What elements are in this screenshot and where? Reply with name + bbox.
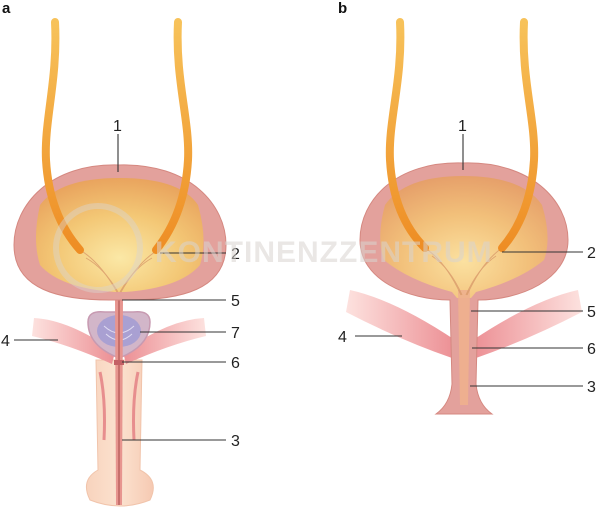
watermark: KONTINENZZENTRUM [53, 203, 493, 293]
label-6-a: 6 [231, 355, 240, 372]
urethra-a [114, 296, 124, 505]
label-1-b: 1 [458, 118, 467, 135]
pelvic-floor-muscle-a [32, 318, 206, 364]
ureters-a [41, 18, 193, 254]
leader-lines-b [355, 134, 583, 387]
label-2-a: 2 [231, 246, 240, 263]
watermark-text: KONTINENZZENTRUM [155, 236, 493, 269]
label-5-a: 5 [231, 293, 240, 310]
label-2-b: 2 [587, 245, 596, 262]
label-7-a: 7 [231, 325, 240, 342]
watermark-logo-icon [53, 203, 143, 293]
label-4-a: 4 [1, 333, 10, 350]
label-6-b: 6 [587, 341, 596, 358]
leader-lines-a [14, 134, 226, 441]
label-3-a: 3 [231, 433, 240, 450]
label-5-b: 5 [587, 304, 596, 321]
ureters-b [385, 18, 539, 252]
trigone-folds-b [424, 247, 503, 296]
bladder-lumen-a [36, 178, 204, 292]
panel-b: b [338, 0, 596, 415]
panel-letter-b: b [338, 0, 347, 17]
pelvic-floor-muscle-b [346, 290, 582, 358]
label-3-b: 3 [587, 379, 596, 396]
label-4-b: 4 [338, 329, 347, 346]
panel-letter-a: a [2, 0, 11, 17]
panel-a: a [1, 0, 240, 507]
urethra-b [458, 290, 470, 405]
bladder-lumen-b [380, 176, 548, 298]
label-1-a: 1 [113, 118, 122, 135]
